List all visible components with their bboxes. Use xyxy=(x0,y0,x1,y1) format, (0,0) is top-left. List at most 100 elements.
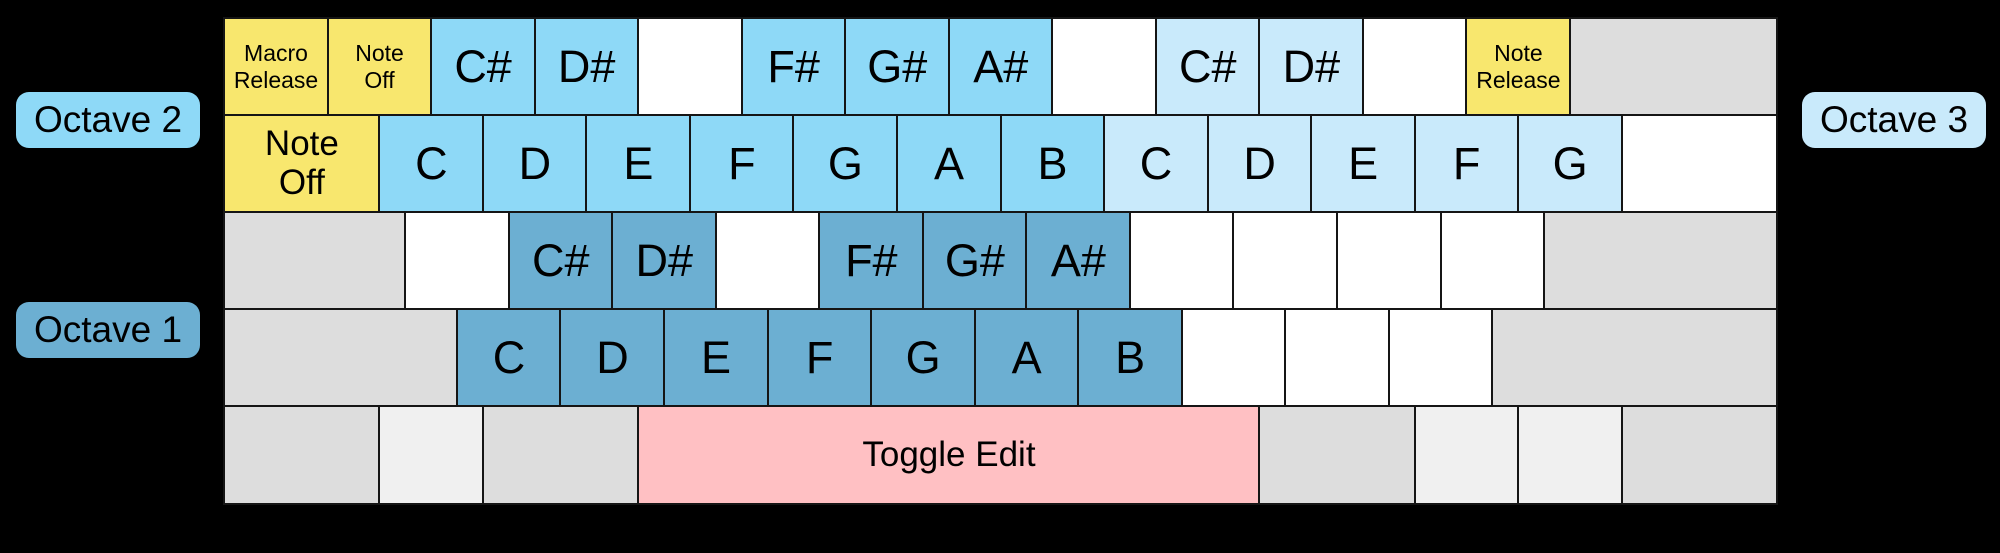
key-note-csharp-oct1: C# xyxy=(507,211,614,311)
key-label: E xyxy=(1348,138,1379,190)
key-blank xyxy=(1387,308,1494,408)
key-label: F xyxy=(805,332,834,384)
key-label: D xyxy=(596,332,629,384)
key-label: F# xyxy=(767,41,820,93)
key-note-c-oct1: C xyxy=(455,308,562,408)
key-inactive xyxy=(1620,405,1779,505)
key-label: Note Release xyxy=(1476,39,1561,93)
key-note-release: Note Release xyxy=(1465,17,1572,117)
key-inactive xyxy=(1543,211,1779,311)
key-label: C xyxy=(415,138,448,190)
key-inactive xyxy=(481,405,640,505)
key-inactive xyxy=(223,308,459,408)
key-label: Note Off xyxy=(355,39,404,93)
key-inactive xyxy=(1517,405,1624,505)
key-blank xyxy=(1284,308,1391,408)
key-label: C# xyxy=(531,235,590,287)
key-blank xyxy=(714,211,821,311)
key-label: E xyxy=(623,138,654,190)
key-note-e-oct1: E xyxy=(663,308,770,408)
octave-3-label: Octave 3 xyxy=(1802,92,1986,148)
key-label: C xyxy=(1139,138,1173,190)
key-label: F xyxy=(728,138,756,190)
key-label: D# xyxy=(635,235,694,287)
key-note-b-oct2: B xyxy=(999,114,1106,214)
key-blank xyxy=(1180,308,1287,408)
key-label: Toggle Edit xyxy=(862,434,1036,474)
key-note-b-oct1: B xyxy=(1077,308,1184,408)
key-label: C xyxy=(492,332,526,384)
key-blank xyxy=(1620,114,1779,214)
key-blank xyxy=(637,17,744,117)
key-label: A xyxy=(933,138,964,190)
key-inactive xyxy=(1413,405,1520,505)
key-label: D xyxy=(1243,138,1276,190)
key-note-c-oct3: C xyxy=(1103,114,1210,214)
key-inactive xyxy=(223,211,407,311)
key-note-asharp-oct2: A# xyxy=(947,17,1054,117)
key-blank xyxy=(1439,211,1546,311)
key-note-g-oct2: G xyxy=(792,114,899,214)
key-label: B xyxy=(1037,138,1068,190)
key-note-csharp-oct3: C# xyxy=(1154,17,1261,117)
key-note-d-oct2: D xyxy=(481,114,588,214)
key-label: D xyxy=(518,138,552,190)
key-note-gsharp-oct2: G# xyxy=(844,17,951,117)
key-note-a-oct1: A xyxy=(973,308,1080,408)
key-label: A# xyxy=(973,41,1029,93)
key-inactive xyxy=(378,405,485,505)
key-note-g-oct1: G xyxy=(870,308,977,408)
key-label: C# xyxy=(454,41,512,93)
key-note-dsharp-oct2: D# xyxy=(533,17,640,117)
key-note-f-oct2: F xyxy=(688,114,795,214)
key-label: A# xyxy=(1050,235,1106,287)
key-note-asharp-oct1: A# xyxy=(1025,211,1132,311)
key-label: D# xyxy=(557,41,616,93)
key-macro-release: Macro Release xyxy=(223,17,330,117)
key-note-dsharp-oct1: D# xyxy=(611,211,718,311)
key-label: C# xyxy=(1179,41,1237,93)
key-label: G xyxy=(1552,138,1588,190)
key-blank xyxy=(1335,211,1442,311)
key-blank xyxy=(404,211,511,311)
key-inactive xyxy=(1258,405,1417,505)
key-label: B xyxy=(1115,332,1146,384)
key-label: Note Off xyxy=(264,124,339,202)
key-label: D# xyxy=(1282,41,1341,93)
key-note-f-oct1: F xyxy=(766,308,873,408)
key-note-g-oct3: G xyxy=(1517,114,1624,214)
key-label: G xyxy=(905,332,941,384)
key-note-e-oct3: E xyxy=(1310,114,1417,214)
key-note-c-oct2: C xyxy=(378,114,485,214)
key-inactive xyxy=(1568,17,1779,117)
key-note-a-oct2: A xyxy=(895,114,1002,214)
key-note-gsharp-oct1: G# xyxy=(921,211,1028,311)
key-label: E xyxy=(701,332,732,384)
key-label: F xyxy=(1452,138,1481,190)
key-note-d-oct3: D xyxy=(1206,114,1313,214)
key-note-d-oct1: D xyxy=(559,308,666,408)
key-blank xyxy=(1232,211,1339,311)
key-note-dsharp-oct3: D# xyxy=(1258,17,1365,117)
key-note-csharp-oct2: C# xyxy=(430,17,537,117)
key-label: Macro Release xyxy=(233,39,319,93)
octave-1-label: Octave 1 xyxy=(16,302,200,358)
key-toggle-edit: Toggle Edit xyxy=(637,405,1261,505)
key-label: A xyxy=(1011,332,1042,384)
key-note-fsharp-oct1: F# xyxy=(818,211,925,311)
key-label: G xyxy=(827,138,863,190)
key-inactive xyxy=(1491,308,1779,408)
key-inactive xyxy=(223,405,381,505)
key-label: G# xyxy=(867,41,928,93)
key-blank xyxy=(1051,17,1158,117)
key-blank xyxy=(1128,211,1235,311)
key-note-e-oct2: E xyxy=(585,114,692,214)
key-label: F# xyxy=(845,235,898,287)
key-note-f-oct3: F xyxy=(1413,114,1520,214)
key-note-off-wide: Note Off xyxy=(223,114,381,214)
key-note-off: Note Off xyxy=(326,17,433,117)
key-blank xyxy=(1361,17,1468,117)
octave-2-label: Octave 2 xyxy=(16,92,200,148)
